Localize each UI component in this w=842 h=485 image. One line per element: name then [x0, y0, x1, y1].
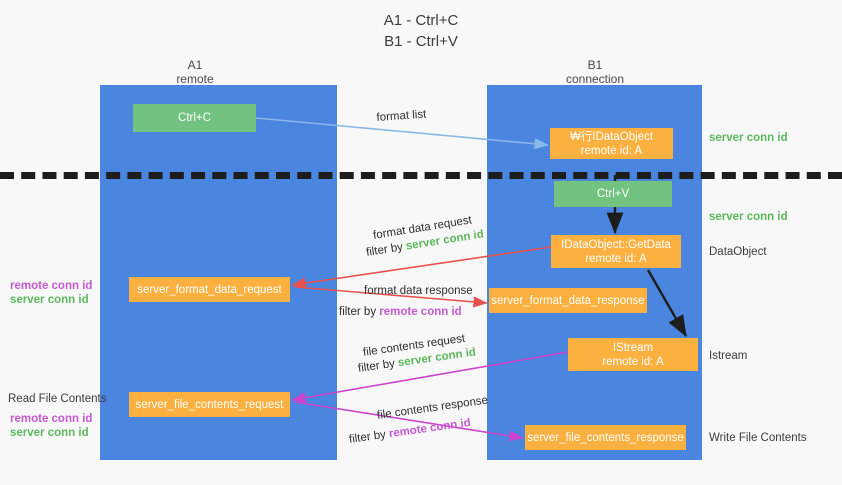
filter-prefix: filter by [348, 428, 390, 446]
filter-prefix: filter by [357, 357, 399, 375]
column-header-a1: A1 remote [176, 58, 214, 86]
node-server-file-contents-response[interactable]: server_file_contents_response [525, 425, 686, 450]
node-ctrl-c[interactable]: Ctrl+C [133, 104, 256, 132]
label-dataobject: DataObject [709, 246, 767, 258]
node-server-file-contents-request[interactable]: server_file_contents_request [129, 392, 290, 417]
filter-prefix: filter by [339, 306, 380, 318]
filter-prefix: filter by [365, 240, 407, 259]
edge-label-format-data-response: format data response [364, 285, 473, 297]
node-server-format-data-response[interactable]: server_format_data_response [489, 288, 647, 313]
node-server-format-data-request[interactable]: server_format_data_request [129, 277, 290, 302]
filter-key-remote-conn-id: remote conn id [379, 306, 462, 318]
column-header-b1: B1 connection [565, 58, 625, 86]
label-server-conn-id-left-mid: server conn id [10, 294, 89, 306]
node-ctrl-v[interactable]: Ctrl+V [554, 181, 672, 207]
label-read-file-contents: Read File Contents [8, 393, 107, 405]
label-remote-conn-id-mid: remote conn id [10, 280, 93, 292]
node-idataobject-getdata[interactable]: IDataObject::GetData remote id: A [551, 235, 681, 268]
edge-label-file-contents-response-filter: filter by remote conn id [348, 415, 472, 448]
edge-label-format-list: format list [376, 108, 427, 124]
diagram-title: A1 - Ctrl+C B1 - Ctrl+V [383, 12, 459, 50]
separator-dashed-line [0, 172, 842, 179]
label-server-conn-id-low: server conn id [10, 427, 89, 439]
label-remote-conn-id-low: remote conn id [10, 413, 93, 425]
node-istream[interactable]: IStream remote id: A [568, 338, 698, 371]
label-server-conn-id-mid: server conn id [709, 211, 788, 223]
node-idataobject[interactable]: ₩行IDataObject remote id: A [550, 128, 673, 159]
edge-label-format-data-response-filter: filter by remote conn id [339, 304, 462, 320]
label-istream: Istream [709, 350, 748, 362]
label-write-file-contents: Write File Contents [709, 432, 807, 444]
label-server-conn-id-top: server conn id [709, 132, 788, 144]
